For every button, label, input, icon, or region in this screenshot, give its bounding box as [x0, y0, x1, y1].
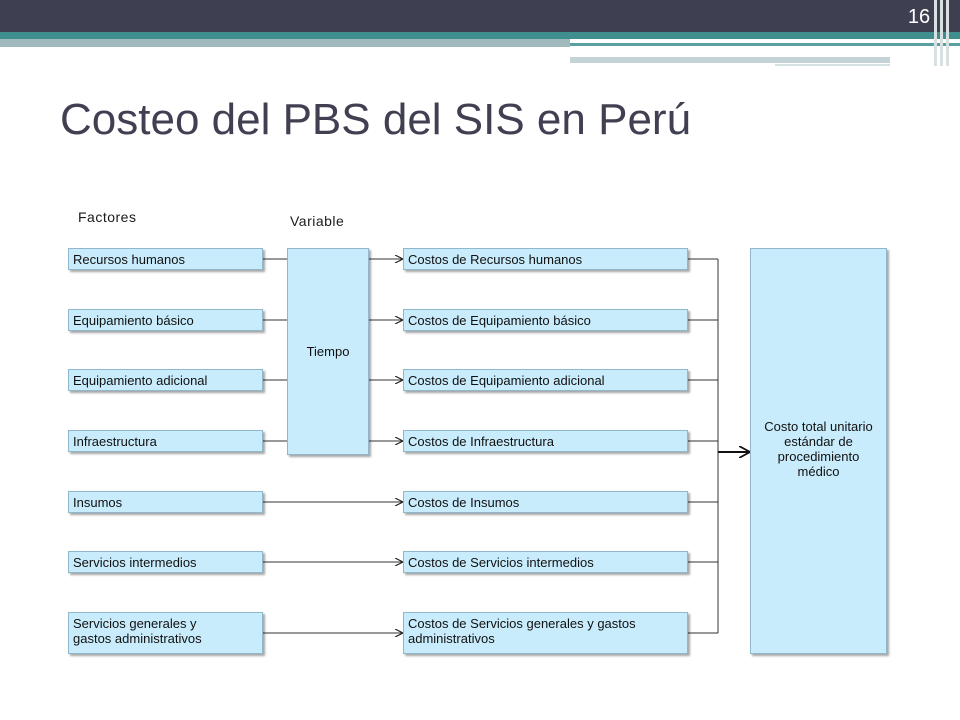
- cost-box: Costos de Servicios intermedios: [403, 551, 688, 573]
- variable-box: Tiempo: [287, 248, 369, 455]
- cost-label: Costos de Infraestructura: [408, 434, 554, 449]
- factor-label: Insumos: [73, 495, 123, 510]
- header-accent-line: [0, 32, 960, 39]
- result-box: Costo total unitario estándar de procedi…: [750, 248, 887, 654]
- cost-box: Costos de Equipamiento básico: [403, 309, 688, 331]
- header-grey-line-small: [775, 64, 890, 66]
- header-accent-thin-line: [570, 43, 960, 46]
- factor-label: Equipamiento básico: [73, 313, 194, 328]
- factor-label: Servicios intermedios: [73, 555, 197, 570]
- cost-box: Costos de Servicios generales y gastos a…: [403, 612, 688, 654]
- result-box-label: Costo total unitario estándar de procedi…: [764, 419, 873, 479]
- factor-box: Equipamiento básico: [68, 309, 263, 331]
- cost-box: Costos de Infraestructura: [403, 430, 688, 452]
- cost-box: Costos de Equipamiento adicional: [403, 369, 688, 391]
- cost-label: Costos de Servicios generales y gastos a…: [408, 616, 636, 646]
- cost-box: Costos de Insumos: [403, 491, 688, 513]
- cost-label: Costos de Equipamiento adicional: [408, 373, 605, 388]
- factors-label: Factores: [78, 209, 137, 225]
- cost-label: Costos de Recursos humanos: [408, 252, 583, 267]
- header-vertical-rule: [934, 0, 937, 66]
- variable-label: Variable: [290, 213, 345, 229]
- header-vertical-rule: [946, 0, 949, 66]
- factor-box: Servicios intermedios: [68, 551, 263, 573]
- slide-title: Costeo del PBS del SIS en Perú: [60, 95, 692, 144]
- factor-box: Recursos humanos: [68, 248, 263, 270]
- factor-label: Equipamiento adicional: [73, 373, 208, 388]
- factor-box: Insumos: [68, 491, 263, 513]
- factor-label: Infraestructura: [73, 434, 157, 449]
- factor-box: Servicios generales y gastos administrat…: [68, 612, 263, 654]
- header-grey-line-short: [570, 57, 890, 63]
- cost-box: Costos de Recursos humanos: [403, 248, 688, 270]
- factor-label: Recursos humanos: [73, 252, 185, 267]
- header-bar: [0, 0, 960, 32]
- header-vertical-rule: [940, 0, 943, 66]
- slide-number: 16: [907, 6, 931, 28]
- cost-label: Costos de Insumos: [408, 495, 520, 510]
- factor-box: Equipamiento adicional: [68, 369, 263, 391]
- cost-label: Costos de Servicios intermedios: [408, 555, 594, 570]
- factor-box: Infraestructura: [68, 430, 263, 452]
- header-grey-line: [0, 39, 570, 47]
- cost-label: Costos de Equipamiento básico: [408, 313, 591, 328]
- variable-box-label: Tiempo: [306, 344, 350, 359]
- factor-label: Servicios generales y gastos administrat…: [73, 616, 202, 646]
